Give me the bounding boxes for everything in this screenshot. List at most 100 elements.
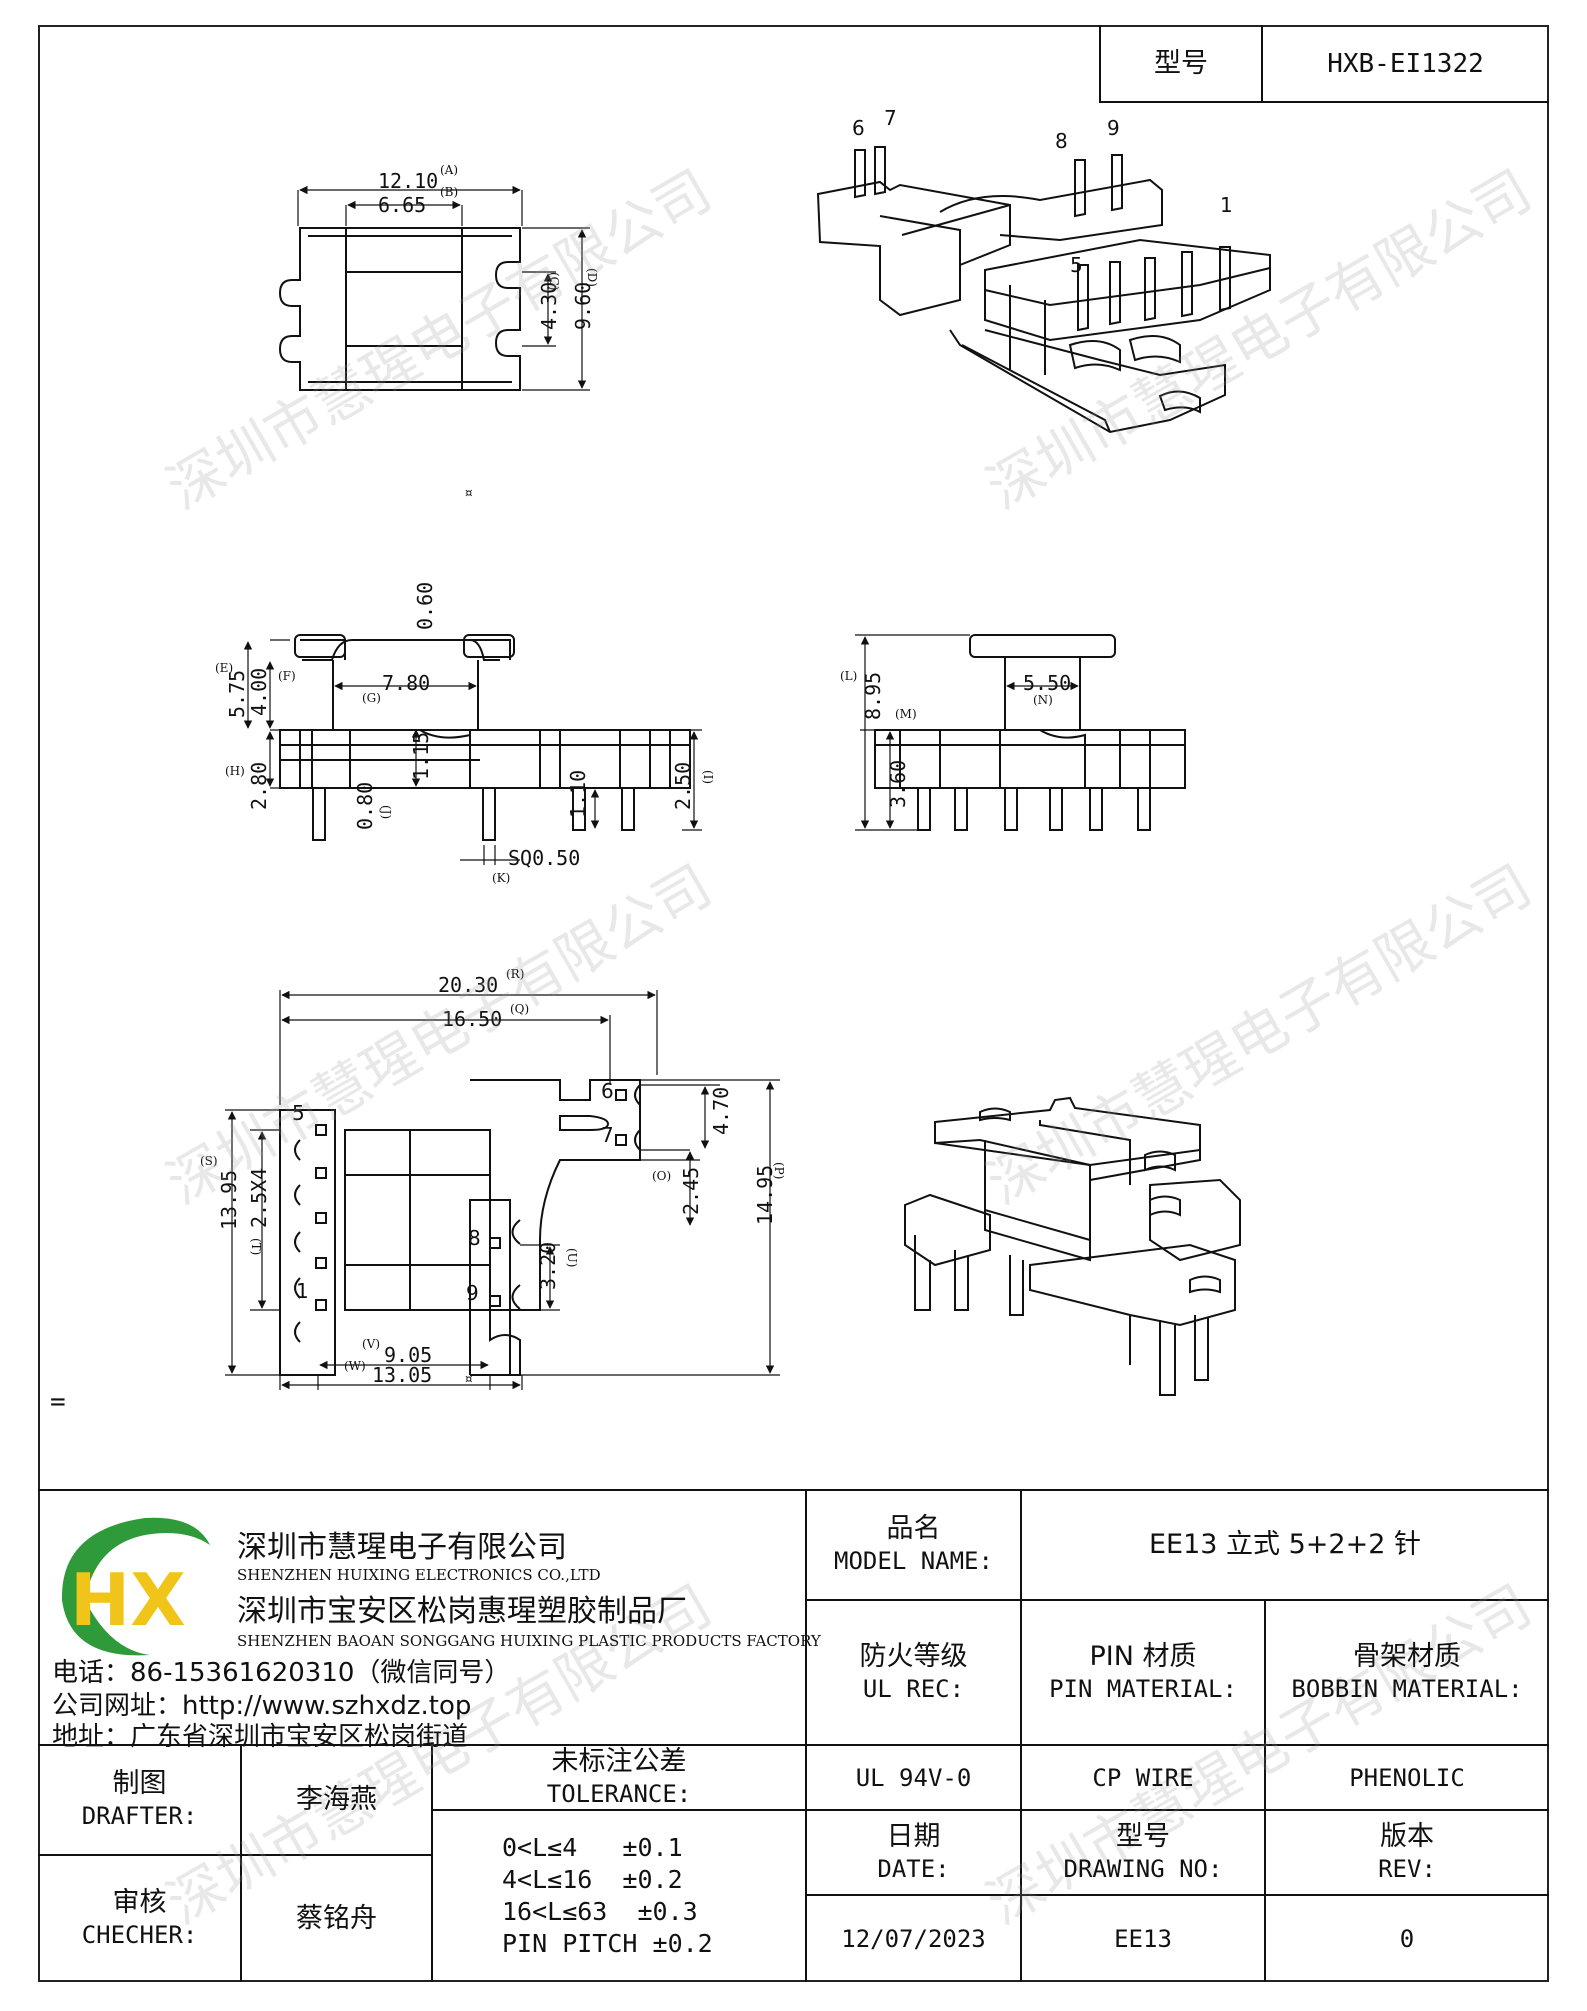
ref-s: (S): [200, 1154, 218, 1168]
ref-c: (C): [547, 272, 561, 291]
dim-front-p2: 1.10: [566, 770, 590, 818]
dim-front-p3: 2.50: [671, 762, 695, 810]
ref-p: (P): [772, 1162, 786, 1179]
dim-front-h2: 4.00: [247, 668, 271, 716]
bottom-pin-1: 1: [296, 1279, 309, 1303]
company-website: 公司网址：http://www.szhxdz.top: [52, 1691, 472, 1721]
dim-b: 6.65: [378, 193, 426, 217]
company-name-zh: 深圳市慧瑆电子有限公司: [237, 1530, 567, 1565]
ref-g: (G): [362, 691, 381, 705]
dim-front-s: 1.15: [409, 732, 433, 780]
side-view: [855, 634, 1186, 831]
date-value: 12/07/2023: [841, 1924, 986, 1953]
dim-d: 9.60: [571, 282, 595, 330]
dim-bottom-s: 13.95: [217, 1170, 241, 1230]
pin-material-label: PIN 材质 PIN MATERIAL:: [1049, 1640, 1237, 1703]
small-mark-bottom: ¤: [465, 1372, 473, 1386]
pin-material-value: CP WIRE: [1092, 1763, 1194, 1792]
factory-name-zh: 深圳市宝安区松岗惠瑆塑胶制品厂: [237, 1594, 687, 1629]
ref-d: (D): [585, 268, 599, 287]
tolerance-line: 4<L≤16 ±0.2: [502, 1865, 683, 1894]
bottom-pin-8: 8: [468, 1226, 481, 1250]
bottom-pin-5: 5: [292, 1101, 305, 1125]
dim-side-h1: 8.95: [861, 672, 885, 720]
ref-n: (N): [1033, 693, 1053, 707]
header-model-label: 型号: [1154, 47, 1208, 79]
model-name-value: EE13 立式 5+2+2 针: [1148, 1529, 1421, 1560]
factory-name-en: SHENZHEN BAOAN SONGGANG HUIXING PLASTIC …: [237, 1632, 821, 1650]
dim-bottom-p: 14.95: [753, 1165, 777, 1225]
equals-mark: =: [50, 1387, 66, 1417]
drawing-sheet: [38, 25, 1549, 1982]
logo-text: HX: [70, 1558, 186, 1642]
iso-pin-9: 9: [1107, 116, 1120, 140]
dim-bottom-h1: 4.70: [709, 1087, 733, 1135]
drafter-label: 制图 DRAFTER:: [81, 1768, 198, 1830]
ref-u: (U): [565, 1248, 579, 1267]
dim-bottom-w: 13.05: [372, 1363, 432, 1387]
dimension-labels: 12.10 (A) 6.65 (B) 4.30 (C) 9.60 (D) ¤ 6…: [50, 106, 1233, 1417]
ul-rec-label: 防火等级 UL REC:: [859, 1640, 968, 1703]
tolerance-line: 16<L≤63 ±0.3: [502, 1897, 698, 1926]
ref-q: (Q): [510, 1002, 529, 1016]
iso-view-bottom: [904, 1096, 1241, 1396]
ref-i: (I): [701, 770, 715, 784]
iso-pin-5: 5: [1070, 253, 1083, 277]
company-phone: 电话：86-15361620310（微信同号）: [52, 1658, 511, 1688]
top-view: [278, 185, 590, 391]
ref-t: (T): [249, 1238, 263, 1255]
company-address: 地址：广东省深圳市宝安区松岗街道: [52, 1722, 469, 1752]
header-model-value: HXB-EI1322: [1327, 48, 1484, 79]
dim-bottom-pitch: 2.5X4: [247, 1168, 271, 1228]
iso-pin-7: 7: [884, 106, 897, 130]
bobbin-material-value: PHENOLIC: [1349, 1763, 1465, 1792]
model-name-label: 品名 MODEL NAME:: [834, 1513, 993, 1575]
bottom-view: [225, 990, 780, 1390]
tolerance-line: 0<L≤4 ±0.1: [502, 1833, 683, 1862]
company-name-en: SHENZHEN HUIXING ELECTRONICS CO.,LTD: [237, 1566, 601, 1584]
dim-front-w: 7.80: [382, 671, 430, 695]
dim-bottom-v: 9.05: [384, 1343, 432, 1367]
drawing-no-value: EE13: [1114, 1924, 1172, 1953]
ref-k: (K): [492, 871, 510, 885]
bottom-pin-9: 9: [466, 1281, 479, 1305]
iso-view-top: [816, 146, 1271, 434]
dim-front-t: 0.60: [413, 582, 437, 630]
bottom-pin-6: 6: [601, 1079, 614, 1103]
dim-side-h2: 3.60: [886, 760, 910, 808]
date-label: 日期 DATE:: [877, 1820, 950, 1883]
dim-front-h3: 2.80: [247, 762, 271, 810]
ref-b: (B): [440, 185, 458, 199]
bottom-pin-7: 7: [601, 1123, 614, 1147]
ref-r: (R): [506, 967, 524, 981]
ref-m: (M): [895, 707, 917, 721]
iso-pin-8: 8: [1055, 129, 1068, 153]
drawing-no-label: 型号 DRAWING NO:: [1063, 1820, 1223, 1883]
small-mark: ¤: [465, 486, 473, 500]
dim-side-w: 5.50: [1023, 671, 1071, 695]
iso-pin-1: 1: [1220, 193, 1233, 217]
ref-l: (L): [840, 669, 857, 683]
front-view: [243, 634, 702, 865]
ul-value: UL 94V-0: [855, 1763, 972, 1792]
dim-c: 4.30: [537, 282, 561, 330]
ref-f: (F): [278, 669, 296, 683]
iso-pin-6: 6: [852, 116, 865, 140]
ref-a: (A): [440, 163, 458, 177]
dim-front-pd: 0.80: [353, 782, 377, 830]
tolerance-label: 未标注公差 TOLERANCE:: [546, 1745, 692, 1808]
rev-value: 0: [1399, 1924, 1415, 1953]
ref-j: (J): [379, 805, 393, 819]
dim-bottom-u: 3.20: [536, 1242, 560, 1290]
tolerance-line: PIN PITCH ±0.2: [502, 1929, 713, 1958]
dim-front-h1: 5.75: [225, 670, 249, 718]
bobbin-material-label: 骨架材质 BOBBIN MATERIAL:: [1291, 1640, 1523, 1703]
rev-label: 版本 REV:: [1378, 1820, 1436, 1883]
checker-name: 蔡铭舟: [296, 1902, 377, 1934]
ref-o: (O): [652, 1169, 671, 1183]
ref-v: (V): [362, 1337, 380, 1351]
ref-w: (W): [344, 1359, 366, 1373]
dim-a: 12.10: [378, 169, 438, 193]
checker-label: 审核 CHECHER:: [81, 1886, 198, 1949]
